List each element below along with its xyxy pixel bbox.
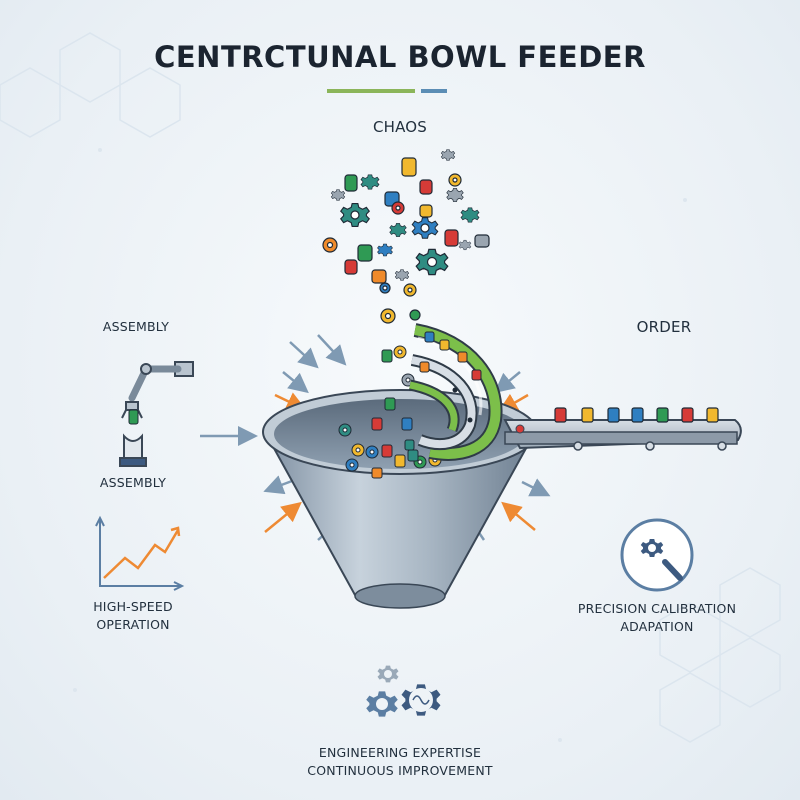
gear-magnifier-icon — [620, 518, 694, 592]
page-title: CENTRCTUNAL BOWL FEEDER — [154, 40, 646, 74]
label-order: ORDER — [636, 318, 692, 336]
bowl-feeder — [262, 323, 538, 609]
label-assembly-top: ASSEMBLY — [102, 319, 170, 334]
label-high-speed-line1: HIGH-SPEED — [93, 599, 173, 614]
label-expertise: ENGINEERING EXPERTISE CONTINUOUS IMPROVE… — [307, 744, 492, 780]
output-conveyor — [503, 407, 742, 451]
chaos-parts-cluster — [322, 149, 490, 324]
robot-arm-icon — [119, 361, 194, 467]
label-chaos: CHAOS — [372, 118, 428, 136]
growth-chart-icon — [95, 515, 185, 591]
label-high-speed-line2: OPERATION — [96, 617, 170, 632]
label-precision: PRECISION CALIBRATION ADAPATION — [578, 600, 736, 636]
gears-brain-icon — [366, 665, 441, 717]
label-precision-line1: PRECISION CALIBRATION — [577, 601, 737, 616]
label-precision-line2: ADAPATION — [620, 619, 694, 634]
label-expertise-line2: CONTINUOUS IMPROVEMENT — [307, 763, 493, 778]
title-underline-green — [327, 89, 415, 93]
label-high-speed: HIGH-SPEED OPERATION — [93, 598, 173, 634]
sorted-parts-row — [554, 407, 719, 423]
title-underline-blue — [421, 89, 447, 93]
label-assembly-bottom: ASSEMBLY — [99, 475, 167, 490]
label-expertise-line1: ENGINEERING EXPERTISE — [318, 745, 482, 760]
